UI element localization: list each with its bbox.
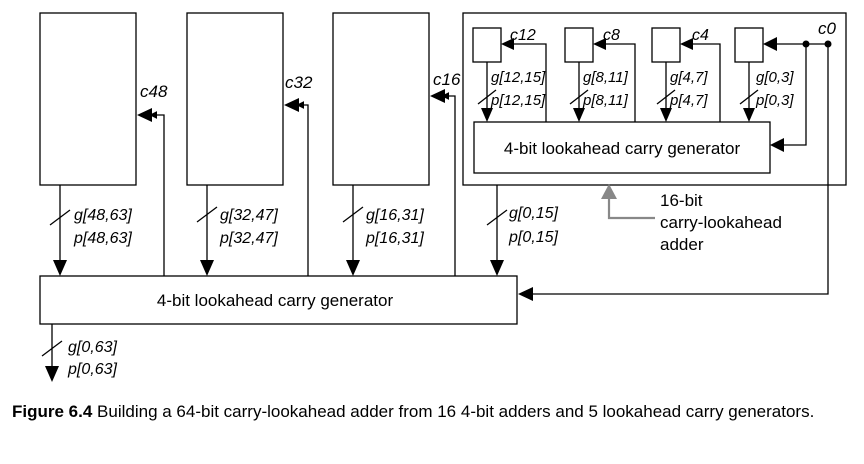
carry-lookahead-diagram: c48 c32 c16 g[48,63] p[48,63] g[32,47] p…	[39, 12, 847, 382]
cell-arrow-8-11	[573, 108, 585, 122]
annotation-line-3: adder	[660, 235, 704, 254]
figure-caption-text: Building a 64-bit carry-lookahead adder …	[97, 402, 815, 421]
g-label-32-47: g[32,47]	[220, 207, 278, 224]
bus-slash-16-31	[342, 206, 364, 223]
p-label-4-7: p[4,7]	[669, 92, 708, 109]
carry-line-c16	[441, 92, 456, 276]
g-label-4-7: g[4,7]	[670, 69, 708, 86]
inner-generator-label: 4-bit lookahead carry generator	[504, 139, 741, 158]
arrowhead-32-47	[200, 260, 214, 276]
p-label-16-31: p[16,31]	[365, 230, 424, 247]
carry-label-c4: c4	[692, 27, 709, 44]
bus-slash-48-63	[49, 209, 71, 226]
adder-block-16-31	[332, 12, 430, 186]
carry-label-c8: c8	[603, 27, 620, 44]
bus-slash-0-15	[486, 209, 508, 226]
figure-caption: Figure 6.4 Building a 64-bit carry-looka…	[12, 400, 852, 423]
c0-to-inner-generator	[782, 44, 807, 146]
adder-block-32-47	[186, 12, 284, 186]
annotation-line-2: carry-lookahead	[660, 213, 782, 232]
cell-slash-4-7	[656, 89, 676, 105]
annotation-pointer	[607, 196, 655, 220]
p-label-12-15: p[12,15]	[490, 92, 546, 109]
c16-arrowhead	[430, 89, 445, 103]
c0-cell-arrowhead	[763, 37, 777, 51]
final-g-label: g[0,63]	[68, 339, 117, 356]
c4-arrowhead	[680, 38, 693, 50]
c0-main-arrowhead	[518, 287, 533, 301]
cell-slash-12-15	[477, 89, 497, 105]
p-label-0-3: p[0,3]	[755, 92, 794, 109]
carry-label-c32: c32	[285, 73, 313, 92]
adder-block-48-63	[39, 12, 137, 186]
main-carry-generator	[39, 275, 518, 325]
c12-arrowhead	[501, 38, 514, 50]
figure-number: Figure 6.4	[12, 402, 93, 421]
g-label-0-3: g[0,3]	[756, 69, 794, 86]
final-p-label: p[0,63]	[67, 361, 117, 378]
inner-carry-c4	[691, 43, 721, 122]
g-label-12-15: g[12,15]	[491, 69, 546, 86]
g-label-0-15: g[0,15]	[509, 205, 558, 222]
input-carry-label: c0	[818, 19, 837, 38]
inner-carry-c8	[604, 43, 636, 122]
g-label-8-11: g[8,11]	[583, 69, 629, 86]
arrowhead-16-31	[346, 260, 360, 276]
c0-input-dot	[824, 40, 832, 48]
final-output-slash	[41, 340, 63, 357]
cell-slash-0-3	[739, 89, 759, 105]
carry-label-c48: c48	[140, 82, 168, 101]
annotation-line-1: 16-bit	[660, 191, 703, 210]
c32-arrowhead	[284, 98, 299, 112]
cell-12-15	[472, 27, 502, 63]
arrowhead-0-15	[490, 260, 504, 276]
main-generator-label: 4-bit lookahead carry generator	[157, 291, 394, 310]
carry-line-c48	[149, 111, 165, 276]
p-label-48-63: p[48,63]	[73, 230, 132, 247]
inner-carry-c12	[512, 43, 547, 122]
g-label-48-63: g[48,63]	[74, 207, 132, 224]
cell-4-7	[651, 27, 681, 63]
inner-carry-generator	[473, 121, 771, 174]
cell-arrow-4-7	[660, 108, 672, 122]
c48-arrowhead	[137, 108, 152, 122]
c0-inner-arrowhead	[770, 138, 784, 152]
c8-arrowhead	[593, 38, 606, 50]
carry-label-c12: c12	[510, 27, 536, 44]
p-label-0-15: p[0,15]	[508, 229, 558, 246]
c0-junction-dot	[802, 40, 810, 48]
bus-slash-32-47	[196, 206, 218, 223]
p-label-32-47: p[32,47]	[219, 230, 278, 247]
carry-label-c16: c16	[433, 70, 461, 89]
cell-arrow-0-3	[743, 108, 755, 122]
annotation-arrowhead	[601, 184, 617, 199]
carry-line-c32	[296, 101, 309, 276]
arrowhead-48-63	[53, 260, 67, 276]
c0-to-main-generator	[532, 44, 829, 295]
cell-arrow-12-15	[481, 108, 493, 122]
cell-0-3	[734, 27, 764, 63]
cell-slash-8-11	[569, 89, 589, 105]
cell-8-11	[564, 27, 594, 63]
final-output-arrowhead	[45, 366, 59, 382]
p-label-8-11: p[8,11]	[582, 92, 629, 109]
g-label-16-31: g[16,31]	[366, 207, 424, 224]
